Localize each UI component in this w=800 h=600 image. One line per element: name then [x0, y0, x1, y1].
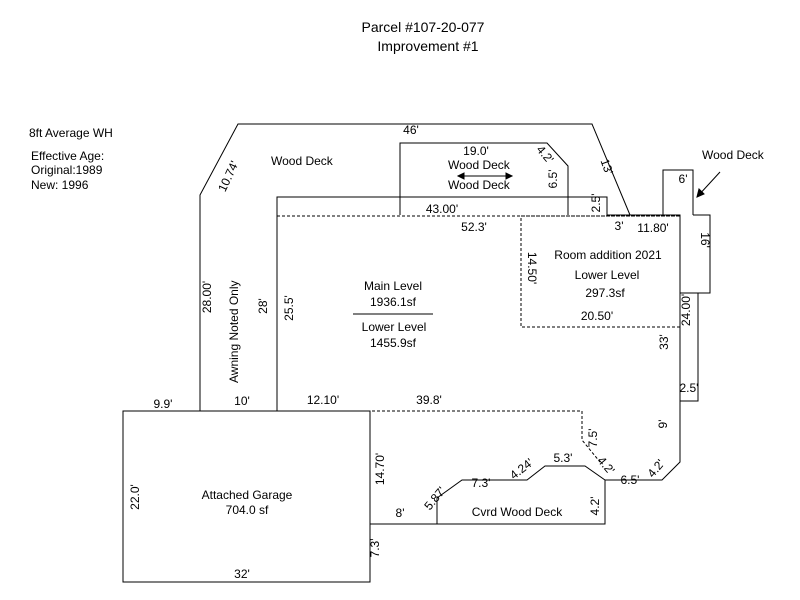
- dim-28-00: 28.00': [200, 281, 214, 313]
- top-deck-arrowhead-left: [456, 172, 465, 180]
- dim-10-74: 10.74': [215, 159, 241, 194]
- dim-7-3-side: 7.3': [368, 539, 382, 558]
- dim-6-5-top: 6.5': [546, 170, 560, 189]
- parcel-title: Parcel #107-20-077: [362, 19, 485, 35]
- wall-height-note: 8ft Average WH: [29, 126, 113, 140]
- dim-4-2-c: 4.2': [588, 497, 602, 516]
- top-deck-arrowhead-right: [505, 172, 514, 180]
- wood-deck-top-outline: [399, 142, 569, 215]
- dim-4-2-a: 4.2': [595, 454, 618, 478]
- dim-32: 32': [234, 567, 250, 581]
- dim-6-5-bottom: 6.5': [621, 473, 640, 487]
- original-year: Original:1989: [31, 163, 103, 177]
- dim-3: 3': [615, 219, 624, 233]
- awning-label: Awning Noted Only: [227, 280, 241, 383]
- room-lower-level-label: Lower Level: [575, 268, 640, 282]
- dim-9: 9': [656, 420, 670, 429]
- dim-22-0: 22.0': [128, 484, 142, 510]
- wood-deck-top-label-2: Wood Deck: [448, 178, 511, 192]
- dim-8: 8': [396, 506, 405, 520]
- dim-11-80: 11.80': [637, 221, 668, 235]
- dim-28: 28': [256, 298, 270, 314]
- lower-level-area: 1455.9sf: [370, 336, 417, 350]
- dim-46: 46': [403, 123, 419, 137]
- new-year: New: 1996: [31, 178, 89, 192]
- dim-4-2-top: 4.2': [534, 143, 557, 167]
- wood-deck-left-label: Wood Deck: [271, 154, 334, 168]
- dim-2-5-right: 2.5': [680, 381, 699, 395]
- wood-deck-left-outline: [199, 123, 631, 411]
- dim-24-00: 24.00': [679, 294, 693, 326]
- dim-52-3: 52.3': [461, 220, 487, 234]
- dim-5-3: 5.3': [554, 451, 573, 465]
- dim-25-5: 25.5': [282, 295, 296, 321]
- deck-pointer-arrowhead: [696, 188, 705, 198]
- dim-19-0: 19.0': [463, 144, 489, 158]
- dim-16: 16': [698, 232, 712, 248]
- garage-label: Attached Garage: [202, 488, 293, 502]
- dim-39-8: 39.8': [416, 393, 442, 407]
- dim-14-50: 14.50': [525, 252, 539, 284]
- dim-6-deck: 6': [679, 172, 688, 186]
- covered-deck-outline: [370, 480, 606, 525]
- right-bump: [680, 292, 699, 402]
- main-level-area: 1936.1sf: [370, 295, 417, 309]
- effective-age-label: Effective Age:: [31, 149, 104, 163]
- garage-outline: [122, 410, 371, 583]
- dim-7-5: 7.5': [586, 429, 600, 448]
- dim-12-10: 12.10': [307, 393, 339, 407]
- improvement-subtitle: Improvement #1: [377, 38, 478, 54]
- dim-5-87: 5.87': [421, 484, 448, 513]
- plan-lines: [122, 123, 721, 583]
- lower-level-bottom: [277, 410, 601, 463]
- main-level-label: Main Level: [364, 279, 422, 293]
- dim-20-50: 20.50': [581, 309, 613, 323]
- dim-9-9: 9.9': [154, 397, 173, 411]
- wood-deck-top-label-1: Wood Deck: [448, 158, 511, 172]
- covered-deck-label: Cvrd Wood Deck: [472, 505, 563, 519]
- garage-area: 704.0 sf: [226, 503, 269, 517]
- dim-10: 10': [234, 394, 250, 408]
- dim-13: 13': [598, 157, 617, 176]
- dim-2-5-top: 2.5': [589, 194, 603, 213]
- room-addition-label: Room addition 2021: [554, 248, 662, 262]
- wood-deck-right-label: Wood Deck: [702, 148, 765, 162]
- lower-level-label: Lower Level: [362, 320, 427, 334]
- room-addition-area: 297.3sf: [585, 286, 625, 300]
- dim-4-2-b: 4.2': [644, 457, 667, 481]
- dim-14-70: 14.70': [373, 453, 387, 485]
- dim-4-24: 4.24': [507, 455, 536, 482]
- dim-7-3-top: 7.3': [472, 476, 491, 490]
- dim-43-00: 43.00': [426, 202, 458, 216]
- dim-33: 33': [657, 334, 671, 350]
